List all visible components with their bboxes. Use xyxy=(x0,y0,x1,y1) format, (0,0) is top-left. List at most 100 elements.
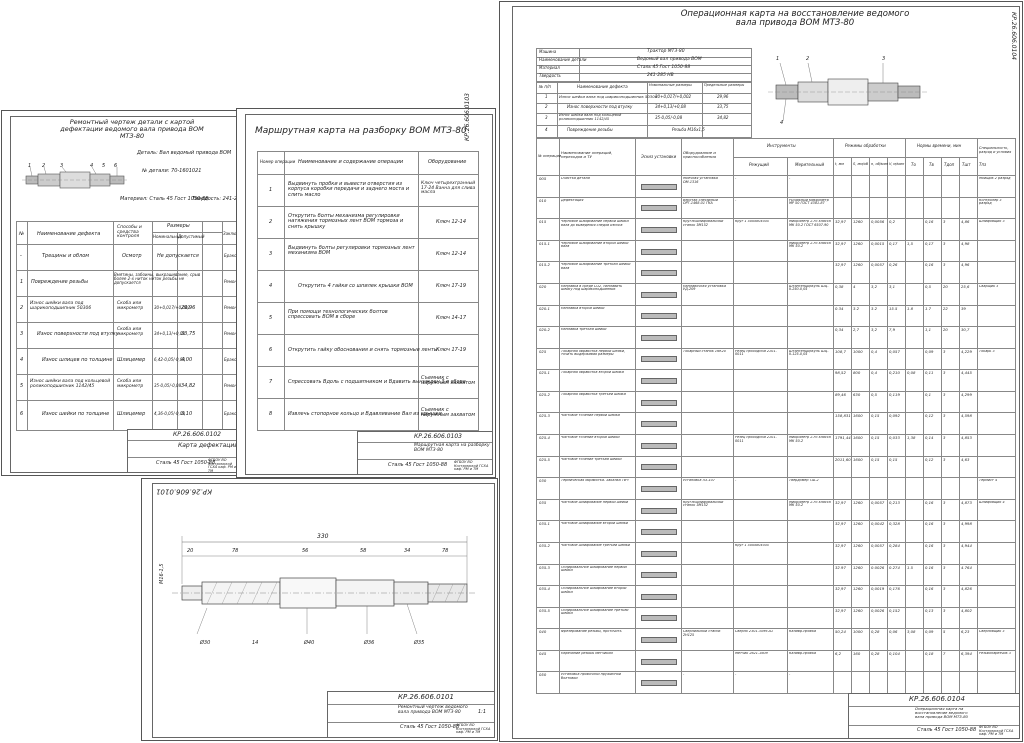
table-cell: Штангенциркуль ШЦ-II-250-0,05 xyxy=(789,284,829,292)
table-cell: 1260 xyxy=(853,522,863,527)
table-cell: 0,0019 xyxy=(871,587,885,592)
table-cell: 020.1 xyxy=(539,306,550,311)
table-cell: 3 xyxy=(943,500,946,505)
table-cell: 0,28 xyxy=(871,651,880,656)
table-cell: Нарезание резьбы метчиком xyxy=(561,651,613,655)
table-cell: 4,998 xyxy=(961,522,972,527)
table-cell: 0,274 xyxy=(889,565,900,570)
doc-title: Карта дефектации xyxy=(178,442,239,449)
table-cell: Калибр-пробка xyxy=(789,630,816,634)
table-cell: 0,4 xyxy=(871,349,878,354)
table-cell: 0,5 xyxy=(871,392,878,397)
table-cell: - xyxy=(735,177,737,180)
table-cell: 025.3 xyxy=(539,414,550,419)
table-cell: 4,764 xyxy=(961,565,972,570)
table-cell: 0,119 xyxy=(889,392,900,397)
table-cell: 0,213 xyxy=(889,500,900,505)
table-cell: 1600 xyxy=(853,414,863,419)
table-cell: Резец проходной 2101-0011 xyxy=(735,349,777,357)
table-cell: 0,26 xyxy=(889,263,898,268)
dim-d30: Ø30 xyxy=(200,640,211,646)
table-cell: 1260 xyxy=(853,565,863,570)
table-cell: Установка ЛЗ-107 xyxy=(683,479,715,483)
setup-sketch-icon xyxy=(641,442,677,449)
setup-sketch-icon xyxy=(641,205,677,212)
col-op-name: Наименование и содержание операции xyxy=(298,159,404,165)
table-cell: 3,08 xyxy=(907,630,916,635)
table-cell: Метчик 2621-1609 xyxy=(735,651,768,655)
doc-material: Сталь 45 Гост 1050-88 xyxy=(917,727,977,733)
table-cell: 1000 xyxy=(853,630,863,635)
table-cell: Полировальное шлифование третьей шейки xyxy=(561,608,629,616)
table-cell: 15,5 xyxy=(889,306,898,311)
table-cell: Очистка детали xyxy=(561,177,590,180)
table-cell: 0,12 xyxy=(925,414,934,419)
table-cell: 20 xyxy=(943,284,948,289)
table-cell: 1600 xyxy=(853,457,863,462)
table-cell: 025.5 xyxy=(539,457,550,462)
table-cell: Черновое шлифование третьей шейки вала xyxy=(561,263,631,270)
table-cell: Штангенциркуль ШЦ-II-125-0,05 xyxy=(789,349,829,357)
table-cell: 50,24 xyxy=(835,630,846,635)
dim-d40: Ø40 xyxy=(304,640,315,646)
col-tools: Инструменты xyxy=(767,143,796,148)
table-cell: 0,15 xyxy=(871,457,880,462)
table-cell: 3 xyxy=(943,543,946,548)
table-cell: 3 xyxy=(943,414,946,419)
side-code: КР.26.606.0103 xyxy=(464,93,471,141)
table-cell: 4,299 xyxy=(961,392,972,397)
table-cell: 0,328 xyxy=(889,522,900,527)
table-cell: Мойщик 2 разряд xyxy=(979,177,1011,180)
setup-sketch-icon xyxy=(641,270,677,277)
table-cell: 89,46 xyxy=(835,392,846,397)
setup-sketch-icon xyxy=(641,615,677,622)
callout-6: 6 xyxy=(114,163,118,169)
table-cell: Чистовое шлифование третьей шейки xyxy=(561,543,630,547)
table-cell: Дефектация xyxy=(561,198,584,202)
table-cell: Токарная обработка первой шейки, точить … xyxy=(561,349,626,357)
sub-tv: Тв xyxy=(929,162,934,167)
table-cell: 3 xyxy=(943,392,946,397)
sub-s: S, мм/об xyxy=(853,162,869,166)
setup-sketch-icon xyxy=(641,291,677,298)
table-cell: - xyxy=(735,673,737,677)
doc-material: Сталь 45 Гост 1050-88 xyxy=(388,462,448,468)
table-cell: 7,9 xyxy=(889,328,896,333)
setup-sketch-icon xyxy=(641,572,677,579)
table-cell: 108,7 xyxy=(835,349,846,354)
table-cell: 3 xyxy=(943,436,946,440)
col-equip: Оборудование и приспособления xyxy=(683,150,717,159)
col-allowed: Допустимый xyxy=(178,234,205,239)
table-cell: 0,16 xyxy=(925,565,934,570)
table-cell: - xyxy=(789,177,791,180)
table-cell: 035 xyxy=(539,500,547,505)
sheet-defect-map: Ремонтный чертеж детали с картой дефекта… xyxy=(1,110,256,476)
table-cell: 0,11 xyxy=(925,371,934,376)
doc-title: Маршрутная карта на разборку ВОМ МТЗ-80 xyxy=(414,443,490,453)
table-cell: 3 xyxy=(943,349,946,354)
sub-to: То xyxy=(911,162,916,167)
table-cell: 1260 xyxy=(853,220,863,225)
table-cell: Токарная обработка третьей шейки xyxy=(561,392,626,396)
table-cell: 32,97 xyxy=(835,241,846,246)
table-cell: 2,7 xyxy=(853,328,860,333)
table-cell: 1260 xyxy=(853,241,863,246)
table-cell: Рычажный микрометр МР 50 ГОСТ 4381-87 xyxy=(789,198,829,206)
table-cell: 32,97 xyxy=(835,263,846,268)
dim-thread: М16-1,5 xyxy=(159,563,165,584)
table-cell: 3,1 xyxy=(889,284,896,289)
sub-v: V, м/мин xyxy=(889,162,905,166)
setup-sketch-icon xyxy=(641,356,677,363)
table-cell: 0,28 xyxy=(871,630,880,635)
table-cell: 32,97 xyxy=(835,565,846,570)
callout-2: 2 xyxy=(806,56,810,62)
setup-sketch-icon xyxy=(641,680,677,687)
table-cell: 3 xyxy=(943,457,946,462)
setup-sketch-icon xyxy=(641,529,677,536)
setup-sketch-icon xyxy=(641,507,677,514)
table-cell: Калибр-пробка xyxy=(789,651,816,655)
table-cell: Моечная установка ОМ-1316 xyxy=(683,177,718,184)
table-cell: 4,853 xyxy=(961,436,972,440)
table-cell: 0,092 xyxy=(889,414,900,419)
table-cell: 0,15 xyxy=(889,457,898,462)
